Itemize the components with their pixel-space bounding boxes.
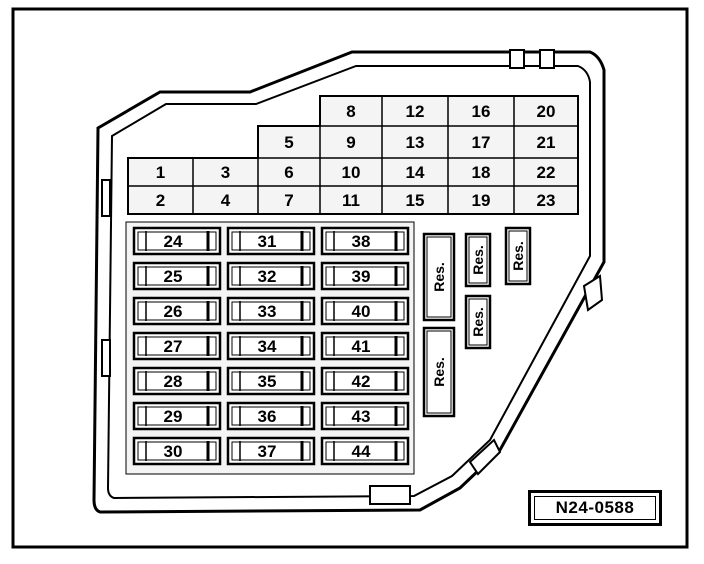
fuse-label-40: 40 [352, 302, 371, 321]
fuse-slot-30: 30 [132, 436, 222, 466]
fuse-slot-38: 38 [320, 226, 410, 256]
fuse-slot-28: 28 [132, 366, 222, 396]
housing-tab-right-1 [582, 274, 604, 312]
fuse-label-12: 12 [406, 102, 425, 121]
reserve-slot: Res. [422, 232, 456, 322]
fuse-slot-33: 33 [226, 296, 316, 326]
fuse-slot-26: 26 [132, 296, 222, 326]
housing-tab-left-1 [101, 179, 111, 217]
fuse-label-36: 36 [258, 407, 277, 426]
fuse-label-21: 21 [537, 133, 556, 152]
fuse-label-3: 3 [221, 163, 230, 182]
fuse-label-23: 23 [537, 191, 556, 210]
housing-tab-top-1 [509, 49, 525, 69]
reserve-slot: Res. [464, 232, 492, 288]
fuse-slot-44: 44 [320, 436, 410, 466]
housing-tab-top-2 [539, 49, 555, 69]
fuse-label-10: 10 [342, 163, 361, 182]
reference-label: N24-0588 [528, 490, 662, 526]
fuse-label-43: 43 [352, 407, 371, 426]
housing-tab-bottom [369, 485, 411, 505]
fuse-slot-29: 29 [132, 401, 222, 431]
fuse-label-26: 26 [164, 302, 183, 321]
housing-tab-left-2 [101, 339, 111, 377]
top-grid-lines [128, 96, 578, 214]
fuse-label-32: 32 [258, 267, 277, 286]
fuse-slot-35: 35 [226, 366, 316, 396]
reserve-slot: Res. [504, 226, 532, 286]
fuse-slot-42: 42 [320, 366, 410, 396]
fuse-label-30: 30 [164, 442, 183, 461]
fuse-label-22: 22 [537, 163, 556, 182]
fuse-label-31: 31 [258, 232, 277, 251]
fuse-slot-40: 40 [320, 296, 410, 326]
housing-tab-right-2 [468, 438, 502, 476]
fuse-slot-41: 41 [320, 331, 410, 361]
fuse-slot-32: 32 [226, 261, 316, 291]
reserve-label: Res. [510, 241, 526, 271]
fuse-slot-43: 43 [320, 401, 410, 431]
fuse-label-9: 9 [346, 133, 355, 152]
fuse-label-17: 17 [472, 133, 491, 152]
fuse-slot-24: 24 [132, 226, 222, 256]
reserve-slot: Res. [464, 294, 492, 350]
fuse-label-19: 19 [472, 191, 491, 210]
fuse-label-14: 14 [406, 163, 425, 182]
fuse-label-35: 35 [258, 372, 277, 391]
fuse-label-5: 5 [284, 133, 293, 152]
fuse-label-34: 34 [258, 337, 277, 356]
lower-fuse-slots: 24 25 26 27 28 29 30 31 32 33 34 35 36 37 38 39 40 41 42 43… [132, 226, 410, 466]
fuse-label-28: 28 [164, 372, 183, 391]
fuse-label-25: 25 [164, 267, 183, 286]
fuse-label-33: 33 [258, 302, 277, 321]
fuse-label-6: 6 [284, 163, 293, 182]
fuse-label-16: 16 [472, 102, 491, 121]
reserve-label: Res. [431, 357, 447, 387]
fuse-label-15: 15 [406, 191, 425, 210]
fuse-label-13: 13 [406, 133, 425, 152]
reserve-label: Res. [431, 262, 447, 292]
fuse-label-20: 20 [537, 102, 556, 121]
fuse-label-29: 29 [164, 407, 183, 426]
fuse-label-24: 24 [164, 232, 183, 251]
fuse-label-37: 37 [258, 442, 277, 461]
fuse-label-41: 41 [352, 337, 371, 356]
fuse-slot-27: 27 [132, 331, 222, 361]
fuse-label-44: 44 [352, 442, 371, 461]
fuse-slot-31: 31 [226, 226, 316, 256]
reserve-label: Res. [470, 307, 486, 337]
fuse-label-4: 4 [221, 191, 231, 210]
fuse-slot-25: 25 [132, 261, 222, 291]
fuse-label-27: 27 [164, 337, 183, 356]
fuse-label-38: 38 [352, 232, 371, 251]
fuse-slot-36: 36 [226, 401, 316, 431]
fuse-slot-34: 34 [226, 331, 316, 361]
fuse-label-18: 18 [472, 163, 491, 182]
fuse-label-11: 11 [342, 191, 360, 210]
fuse-label-39: 39 [352, 267, 371, 286]
fuse-label-2: 2 [156, 191, 165, 210]
fuse-slot-39: 39 [320, 261, 410, 291]
reserve-slot: Res. [422, 326, 456, 418]
fuse-label-8: 8 [346, 102, 355, 121]
reserve-slots: Res. Res. Res. Res. Res. [422, 226, 532, 418]
fuse-label-1: 1 [156, 163, 165, 182]
fuse-label-42: 42 [352, 372, 371, 391]
fuse-label-7: 7 [284, 191, 293, 210]
fuse-slot-37: 37 [226, 436, 316, 466]
reserve-label: Res. [470, 245, 486, 275]
